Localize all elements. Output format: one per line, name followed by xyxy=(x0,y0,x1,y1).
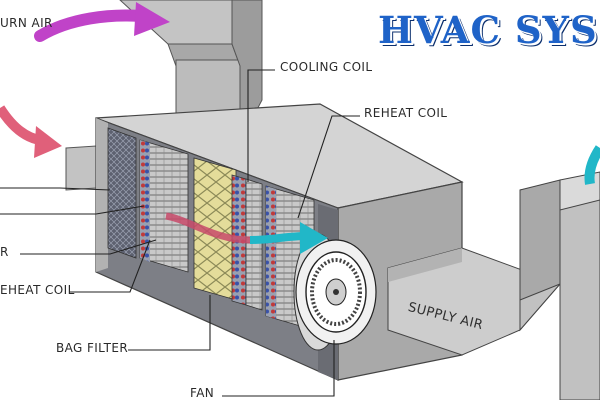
return-air-arrow-icon xyxy=(34,2,170,42)
cooling-coil-section xyxy=(231,174,263,311)
bag-filter-label: BAG FILTER xyxy=(56,341,129,355)
inlet-duct xyxy=(65,145,97,191)
prefilter-section xyxy=(107,127,137,259)
return-air-label: URN AIR xyxy=(0,16,53,30)
internal-flow-arrow-icon xyxy=(165,212,328,254)
left-partial-label: R xyxy=(0,245,9,259)
page-title: HVAC SYS xyxy=(378,8,598,52)
leader-lines xyxy=(0,69,360,397)
cooling-coil-label: COOLING COIL xyxy=(280,60,373,74)
preheat-coil-label: EHEAT COIL xyxy=(0,283,75,297)
supply-air-duct xyxy=(387,171,600,400)
preheat-coil-section xyxy=(139,139,189,273)
outside-air-arrow-icon xyxy=(0,105,62,158)
fan-label: FAN xyxy=(190,386,215,400)
supply-air-arrow-icon xyxy=(584,145,600,185)
fan-icon xyxy=(295,239,377,345)
reheat-coil-label: REHEAT COIL xyxy=(364,106,448,120)
